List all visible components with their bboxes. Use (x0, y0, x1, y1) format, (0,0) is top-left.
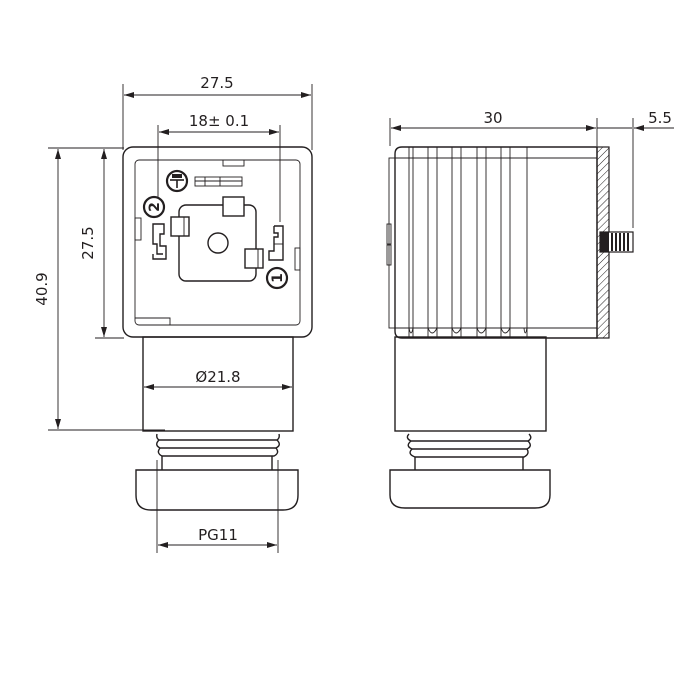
dim-label-pin-spacing: 18± 0.1 (189, 112, 249, 130)
terminal-2-clamp (152, 223, 167, 260)
front-cable-gland-cap (135, 469, 299, 511)
ground-pin-contact (222, 196, 245, 217)
dim-label-body-height: 27.5 (79, 226, 97, 259)
terminal-2-marker: 2 (142, 195, 166, 219)
fixing-screw (599, 231, 634, 253)
side-view: 30 5.5 (386, 109, 674, 509)
front-view: 27.5 18± 0.1 27.5 40.9 (33, 74, 313, 553)
dim-overall-height: 40.9 (33, 147, 165, 431)
right-side-clip (294, 247, 301, 271)
side-thread (406, 433, 532, 470)
side-body-outline (394, 146, 598, 339)
bottom-left-tab (135, 317, 171, 325)
front-body-inner-face (134, 159, 301, 326)
ground-strip (194, 176, 243, 187)
side-cable-gland-cap (389, 469, 551, 509)
dim-screw-protrusion: 5.5 (597, 109, 674, 228)
dim-label-overall-width: 27.5 (200, 74, 233, 92)
pin-block (178, 204, 257, 282)
terminal-1-clamp (268, 225, 284, 261)
dim-neck-diameter: Ø21.8 (144, 368, 292, 390)
center-screw-hole (207, 232, 229, 254)
dim-depth: 30 (389, 109, 598, 146)
svg-text:1: 1 (270, 273, 286, 283)
pin-2-contact (170, 216, 190, 237)
dim-label-neck-diameter: Ø21.8 (195, 368, 240, 386)
dim-label-screw-protrusion: 5.5 (648, 109, 672, 127)
ground-terminal-marker (165, 169, 189, 193)
dim-cable-gland-thread: PG11 (156, 460, 279, 553)
pin-1-contact (244, 248, 264, 269)
dim-label-overall-height: 40.9 (33, 272, 51, 305)
front-thread (156, 433, 280, 470)
top-notch (222, 159, 245, 167)
dim-label-depth: 30 (483, 109, 502, 127)
side-left-edge (388, 157, 396, 329)
svg-text:2: 2 (147, 202, 163, 212)
terminal-1-marker: 1 (265, 266, 289, 290)
dim-body-height: 27.5 (79, 147, 124, 339)
ground-icon (172, 174, 182, 178)
side-neck-housing (394, 336, 547, 432)
left-side-clip (134, 217, 142, 241)
dim-label-pg11: PG11 (198, 526, 238, 544)
dim-overall-width: 27.5 (122, 74, 313, 150)
front-neck-housing (142, 336, 294, 432)
side-cooling-ribs (408, 147, 528, 338)
